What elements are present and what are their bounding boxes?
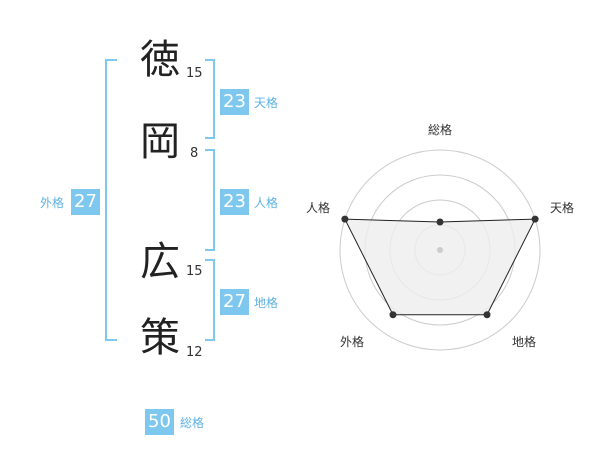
tenkaku-label: 天格 xyxy=(254,96,279,110)
jinkaku-bracket xyxy=(205,149,215,251)
stroke-count-2: 8 xyxy=(190,146,199,161)
gaikaku-label: 外格 xyxy=(40,196,65,210)
radar-point-3 xyxy=(483,311,491,319)
radar-label-gaikaku: 外格 xyxy=(339,335,364,349)
radar-label-chikaku: 地格 xyxy=(511,335,536,349)
soukaku-value: 50 xyxy=(145,409,174,435)
stroke-count-1: 15 xyxy=(186,66,203,81)
radar-ring xyxy=(339,149,541,351)
gaikaku-value: 27 xyxy=(71,189,100,215)
tenkaku-value: 23 xyxy=(220,89,249,115)
radar-label-jinkaku: 人格 xyxy=(305,201,330,215)
name-char-1: 徳 xyxy=(140,37,180,83)
chikaku-value: 27 xyxy=(220,289,249,315)
chikaku-label: 地格 xyxy=(254,296,279,310)
name-char-2: 岡 xyxy=(140,119,180,165)
radar-chart xyxy=(339,149,541,351)
jinkaku-label: 人格 xyxy=(254,196,279,210)
soukaku-label: 総格 xyxy=(180,416,205,430)
jinkaku-value: 23 xyxy=(220,189,249,215)
chikaku-bracket xyxy=(205,259,215,341)
radar-point-4 xyxy=(389,311,397,319)
name-char-4: 策 xyxy=(140,315,180,361)
radar-point-1 xyxy=(436,218,444,226)
tenkaku-bracket xyxy=(205,59,215,139)
stroke-count-3: 15 xyxy=(186,264,203,279)
name-char-3: 広 xyxy=(140,239,180,285)
radar-point-2 xyxy=(531,215,539,223)
radar-center-dot xyxy=(437,247,443,253)
radar-series-area xyxy=(344,218,536,316)
radar-point-5 xyxy=(341,215,349,223)
radar-label-tenkaku: 天格 xyxy=(549,201,574,215)
radar-label-soukaku: 総格 xyxy=(427,123,452,137)
gaikaku-bracket xyxy=(105,59,117,341)
stroke-count-4: 12 xyxy=(186,345,203,360)
